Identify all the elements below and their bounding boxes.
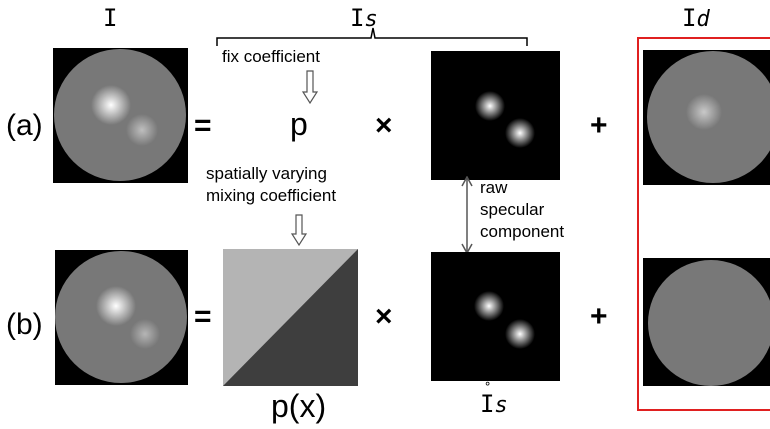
link-arrow-icon: [461, 176, 473, 254]
plus-sign-a: +: [590, 109, 608, 142]
times-sign-b: ×: [375, 300, 393, 333]
input-image-a: [53, 48, 188, 183]
diffuse-image-a: [643, 50, 770, 185]
coefficient-p: p: [290, 106, 308, 142]
diffuse-image-b: [643, 258, 770, 386]
row-b-label: (b): [6, 308, 43, 341]
fix-arrow-icon: [302, 70, 318, 104]
times-sign-a: ×: [375, 109, 393, 142]
specular-image-a: [431, 51, 560, 180]
raw-specular-symbol: °Is: [480, 380, 508, 418]
mixing-mask-image: [223, 249, 358, 386]
raw-specular-image: [431, 252, 560, 381]
header-specular-symbol: Is: [350, 4, 378, 32]
equals-sign-b: =: [194, 300, 212, 333]
raw-specular-label: raw specular component: [480, 178, 565, 241]
coefficient-px: p(x): [271, 388, 327, 424]
diffuse-highlight-box: [637, 37, 770, 411]
fix-coefficient-label: fix coefficient: [222, 47, 320, 66]
equals-sign-a: =: [194, 109, 212, 142]
header-input-symbol: I: [103, 4, 118, 32]
row-a-label: (a): [6, 109, 43, 142]
plus-sign-b: +: [590, 300, 608, 333]
input-image-b: [55, 250, 188, 385]
vary-arrow-icon: [291, 214, 307, 246]
spatially-varying-label: spatially varying mixing coefficient: [206, 164, 337, 205]
header-diffuse-symbol: Id: [682, 4, 710, 32]
ring-accent-icon: °: [484, 380, 492, 394]
specular-bracket: [216, 27, 528, 46]
